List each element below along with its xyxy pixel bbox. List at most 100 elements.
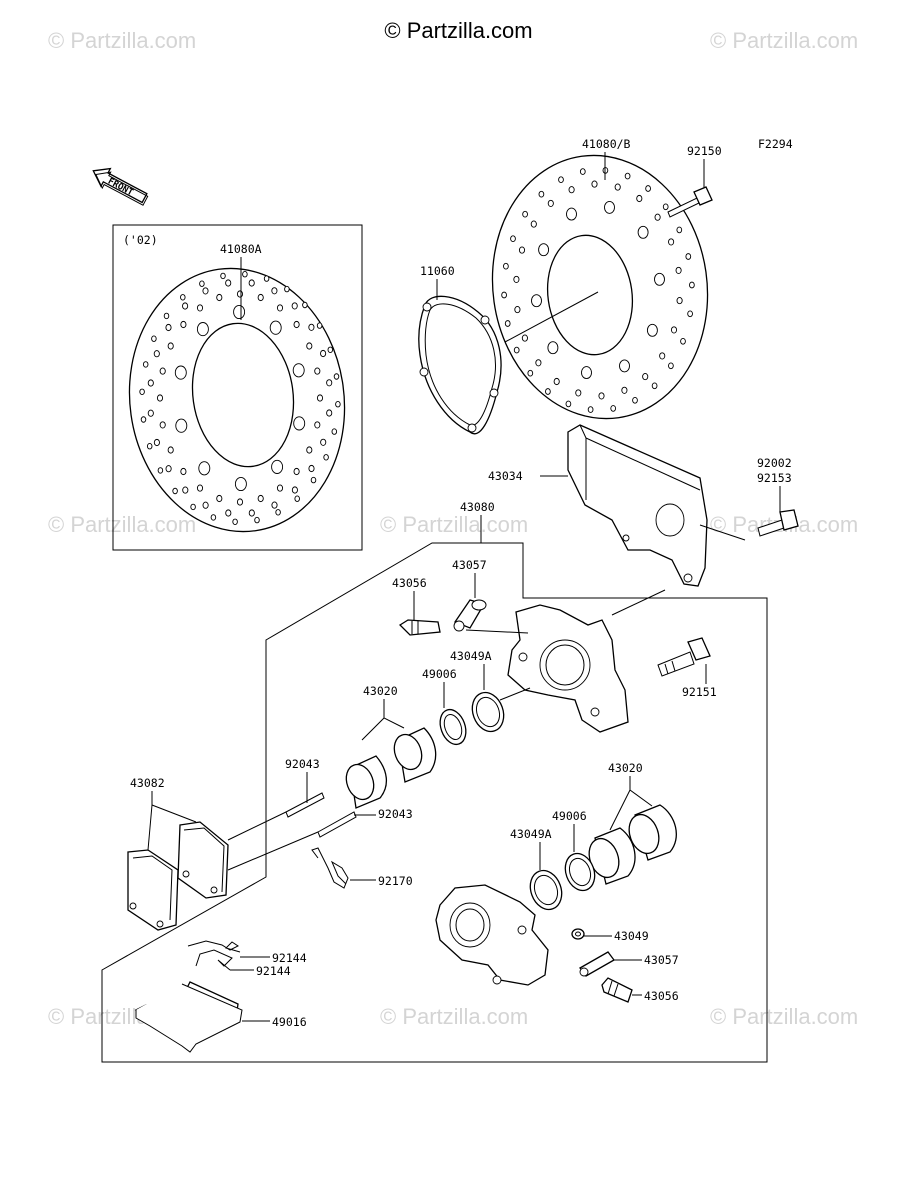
pad-pin-a — [285, 792, 325, 818]
brake-disc-inset — [128, 267, 346, 533]
pad-spring-b — [195, 949, 233, 971]
drill-hole — [293, 467, 300, 476]
figure-code: F2294 — [758, 137, 793, 151]
drill-hole — [531, 294, 542, 308]
pad-pin-b — [317, 811, 357, 838]
callout-43020-bottom: 43020 — [608, 761, 643, 775]
drill-hole — [142, 361, 149, 368]
drill-hole — [522, 210, 528, 218]
bleeder-valve-top — [398, 619, 441, 636]
drill-hole — [292, 363, 305, 378]
drill-hole — [233, 304, 246, 320]
bleeder-cap-bottom — [579, 951, 615, 977]
callout-49016: 49016 — [272, 1015, 307, 1029]
drill-hole — [308, 323, 315, 331]
drill-hole — [275, 509, 281, 516]
drill-hole — [180, 294, 186, 301]
drill-hole — [257, 293, 264, 302]
drill-hole — [269, 320, 282, 335]
drill-hole — [558, 176, 564, 184]
copyright-header: © Partzilla.com — [384, 18, 533, 43]
drill-hole — [216, 494, 223, 503]
drill-hole — [254, 516, 260, 524]
drill-hole — [151, 335, 157, 342]
drill-hole — [165, 323, 172, 332]
brake-disc-main — [491, 154, 709, 420]
drill-hole — [535, 359, 542, 367]
callout-49006-top: 49006 — [422, 667, 457, 681]
drill-hole — [182, 486, 189, 494]
drill-hole — [293, 416, 306, 431]
drill-hole — [598, 392, 605, 400]
piston-seal-top — [471, 691, 505, 733]
callout-43034: 43034 — [488, 469, 523, 483]
caliper-assembly-frame — [101, 542, 768, 1063]
caliper-half-upper — [507, 604, 629, 733]
drill-hole — [180, 467, 187, 476]
drill-hole — [624, 172, 631, 180]
drill-hole — [225, 509, 232, 517]
drill-hole — [689, 281, 695, 289]
drill-hole — [326, 379, 333, 387]
drill-hole — [676, 226, 683, 234]
drill-hole — [575, 389, 582, 397]
drill-hole — [670, 326, 678, 334]
drill-hole — [530, 220, 537, 228]
drill-hole — [632, 396, 638, 404]
drill-hole — [175, 418, 188, 433]
drill-hole — [196, 484, 204, 492]
drill-hole — [637, 225, 649, 239]
callout-43057-top: 43057 — [452, 558, 487, 572]
drill-hole — [167, 342, 174, 350]
drill-hole — [545, 388, 551, 395]
drill-hole — [202, 501, 209, 509]
drill-hole — [513, 275, 520, 283]
drill-hole — [513, 346, 520, 354]
drill-hole — [687, 310, 693, 318]
callout-43020-top: 43020 — [363, 684, 398, 698]
watermark: © Partzilla.com — [48, 28, 197, 53]
callout-49006-bottom: 49006 — [552, 809, 587, 823]
brake-pad-43082 — [127, 821, 229, 931]
bolt-92150 — [667, 186, 713, 218]
drill-hole — [547, 199, 554, 207]
drill-hole — [196, 322, 209, 337]
drill-hole — [636, 194, 643, 203]
drill-hole — [538, 243, 550, 257]
drill-hole — [157, 467, 164, 474]
drill-hole — [146, 442, 153, 450]
drill-hole — [190, 503, 196, 511]
drill-hole — [323, 454, 329, 461]
drill-hole — [216, 293, 223, 302]
callout-92043-a: 92043 — [285, 757, 320, 771]
drill-hole — [335, 400, 341, 408]
drill-hole — [310, 476, 317, 484]
drill-hole — [621, 386, 628, 394]
callout-92002: 92002 — [757, 456, 792, 470]
drill-hole — [159, 421, 166, 429]
callout-43056-top: 43056 — [392, 576, 427, 590]
drill-hole — [248, 509, 255, 517]
drill-hole — [276, 484, 284, 492]
drill-hole — [234, 476, 247, 492]
drill-hole — [271, 501, 278, 509]
watermark: © Partzilla.com — [380, 512, 529, 537]
drill-hole — [614, 183, 621, 191]
drill-hole — [236, 290, 244, 298]
drill-hole — [314, 421, 321, 429]
bleeder-cap-top — [453, 599, 487, 632]
drill-hole — [619, 359, 630, 373]
drill-hole — [645, 185, 651, 192]
drill-hole — [320, 349, 327, 358]
drill-hole — [306, 446, 313, 454]
drill-hole — [225, 279, 232, 287]
piston-top — [345, 727, 437, 809]
callout-43049A-bottom: 43049A — [510, 827, 552, 841]
drill-hole — [316, 394, 324, 402]
drill-hole — [646, 323, 658, 337]
callout-41080B: 41080/B — [582, 137, 631, 151]
drill-hole — [271, 287, 278, 295]
drill-hole — [242, 270, 248, 278]
drill-hole — [503, 262, 509, 270]
dust-seal-top — [439, 708, 467, 746]
